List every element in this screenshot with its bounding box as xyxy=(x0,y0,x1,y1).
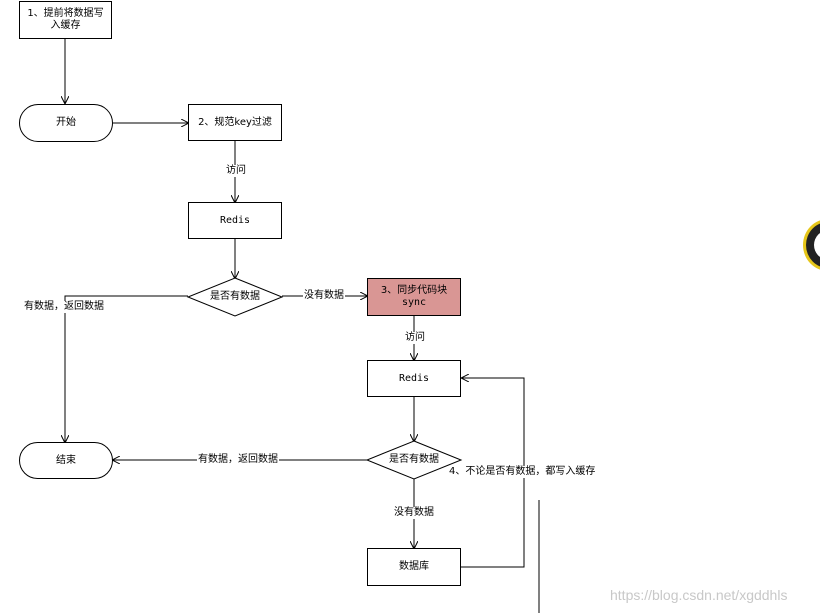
prewarm-label: 1、提前将数据写入缓存 xyxy=(27,8,104,31)
check-label-first: 是否有数据 xyxy=(210,291,260,302)
sync-block-box[interactable]: 3、同步代码块 sync xyxy=(367,278,461,316)
edge-label-access-first: 访问 xyxy=(225,165,247,177)
side-button-icon xyxy=(814,230,820,260)
normalize-label: 2、规范key过滤 xyxy=(198,116,272,128)
decision-diamond-second xyxy=(365,440,463,480)
normalize-box[interactable]: 2、规范key过滤 xyxy=(188,104,282,141)
edge-label-write-back: 4、不论是否有数据，都写入缓存 xyxy=(448,466,597,478)
redis-box-second[interactable]: Redis xyxy=(367,360,461,397)
database-label: 数据库 xyxy=(399,561,429,572)
check-label-second: 是否有数据 xyxy=(389,454,439,465)
end-label: 结束 xyxy=(56,454,76,466)
redis-label-first: Redis xyxy=(219,214,251,226)
edge-label-access-second: 访问 xyxy=(404,332,426,344)
start-terminal[interactable]: 开始 xyxy=(19,104,113,142)
decision-diamond-first xyxy=(186,277,284,317)
sync-label-title: 3、同步代码块 xyxy=(380,285,448,296)
watermark: https://blog.csdn.net/xgddhls xyxy=(610,587,788,603)
prewarm-box[interactable]: 1、提前将数据写入缓存 xyxy=(19,1,112,39)
edge-label-has-data-second: 有数据，返回数据 xyxy=(197,454,279,466)
sync-label-keyword: sync xyxy=(401,297,427,308)
database-box[interactable]: 数据库 xyxy=(367,548,461,586)
edge-label-no-data-first: 没有数据 xyxy=(303,290,345,302)
end-terminal[interactable]: 结束 xyxy=(19,442,113,479)
start-label: 开始 xyxy=(56,117,76,128)
edge-label-no-data-second: 没有数据 xyxy=(393,507,435,519)
redis-box-first[interactable]: Redis xyxy=(188,202,282,239)
edge-check-to-end xyxy=(65,295,188,442)
redis-label-second: Redis xyxy=(398,372,430,384)
edge-label-has-data-first: 有数据，返回数据 xyxy=(23,301,105,313)
